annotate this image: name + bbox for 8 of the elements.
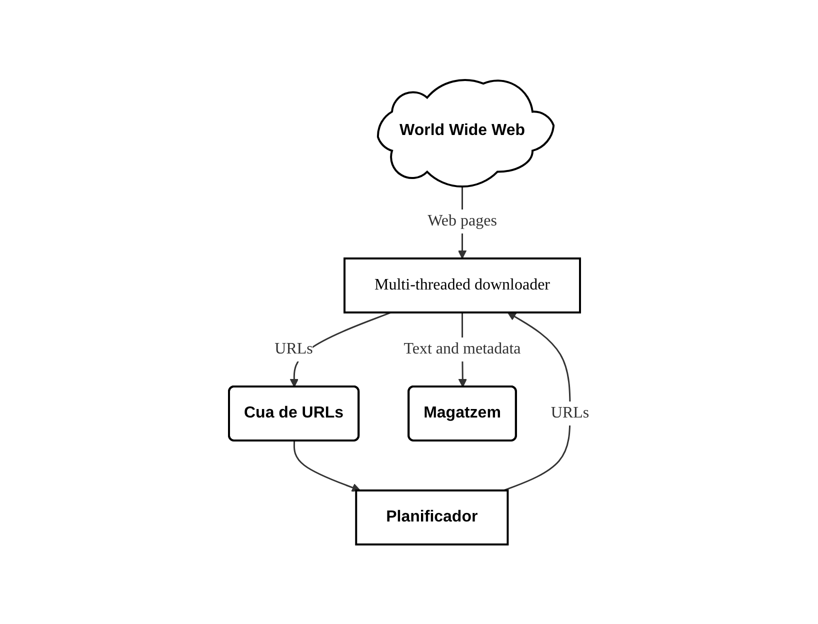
arrow	[293, 440, 360, 492]
edge-label: URLs	[550, 404, 590, 422]
edge-label: URLs	[274, 340, 313, 358]
node-box: Multi-threaded downloader	[343, 257, 581, 314]
node-box: Planificador	[355, 489, 509, 546]
arrow	[503, 312, 571, 491]
edge-label: Web pages	[427, 212, 497, 230]
edge-label: Text and metadata	[404, 340, 521, 358]
